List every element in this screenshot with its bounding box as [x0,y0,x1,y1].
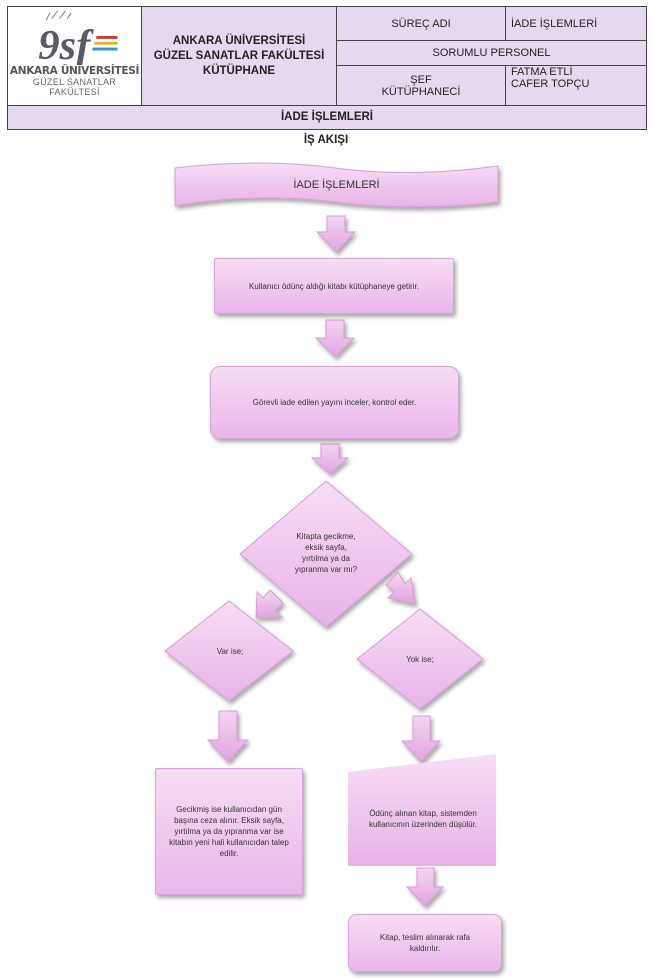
role-line-1: ŞEF [410,73,432,86]
yes-result-text: Gecikmiş ise kullanıcıdan gün başına cez… [169,805,289,858]
step-2-text: Görevli iade edilen yayını inceler, kont… [252,398,417,407]
logo-emblem-icon: 9sf [38,10,118,65]
persons-cell: FATMA ETLİ CAFER TOPÇU [505,65,647,106]
decision-text: Kitapta gecikme, eksik sayfa, yırtılma y… [276,531,376,575]
arrow-1-icon [315,215,357,253]
header-bottom-title: İADE İŞLEMLERİ [7,105,647,130]
no-diamond [356,608,484,710]
decision-line-3: yırtılma ya da [301,554,350,563]
institution-line-1: ANKARA ÜNİVERSİTESİ [172,34,306,47]
no-result-shape [348,754,496,866]
process-name-label: SÜREÇ ADI [336,6,506,41]
flow-title: İŞ AKIŞI [303,134,349,146]
arrow-left-diag-icon [255,589,284,619]
arrow-yes-icon [206,710,250,763]
no-label: Yok ise; [406,655,434,664]
person-1: FATMA ETLİ [511,66,573,78]
logo-cell: 9sf ANKARA ÜNİVERSİTESİ GÜZEL SANATLAR F… [7,6,142,106]
logo-line-1: ANKARA ÜNİVERSİTESİ [9,65,140,77]
institution-line-2: GÜZEL SANATLAR FAKÜLTESİ [153,49,325,62]
step-2-box: Görevli iade edilen yayını inceler, kont… [210,366,459,439]
yes-result-box: Gecikmiş ise kullanıcıdan gün başına cez… [155,768,303,895]
final-text: Kitap, teslim alınarak rafa kaldırılır. [379,933,471,953]
decision-line-4: yıpranma var mı? [294,565,358,574]
yes-diamond [164,600,294,702]
process-name-value: İADE İŞLEMLERİ [505,6,647,41]
final-box: Kitap, teslim alınarak rafa kaldırılır. [348,914,502,972]
step-1-text: Kullanıcı ödünç aldığı kitabı kütüphaney… [249,281,419,291]
arrow-2-icon [314,319,356,358]
decision-line-1: Kitapta gecikme, [296,532,356,541]
start-banner [174,162,499,208]
institution-line-3: KÜTÜPHANE [202,64,276,77]
person-2: CAFER TOPÇU [511,78,590,90]
no-result-text: Ödünç alınan kitap, sistemden kullanıcın… [368,809,478,829]
arrow-no-icon [400,715,442,763]
start-label: İADE İŞLEMLERİ [293,179,380,191]
logo-line-2: GÜZEL SANATLAR FAKÜLTESİ [32,77,117,97]
role-cell: ŞEF KÜTÜPHANECİ [336,65,506,106]
responsible-label: SORUMLU PERSONEL [336,40,647,66]
logo-mark: 9sf [38,22,94,65]
yes-label: Var ise; [216,647,244,656]
institution-cell: ANKARA ÜNİVERSİTESİ GÜZEL SANATLAR FAKÜL… [141,6,337,106]
step-1-box: Kullanıcı ödünç aldığı kitabı kütüphaney… [214,258,454,314]
arrow-final-icon [405,867,445,907]
decision-diamond [239,480,413,628]
arrow-right-diag-icon [385,571,416,605]
role-line-2: KÜTÜPHANECİ [381,85,461,98]
arrow-3-icon [310,443,350,475]
decision-line-2: eksik sayfa, [305,543,347,552]
